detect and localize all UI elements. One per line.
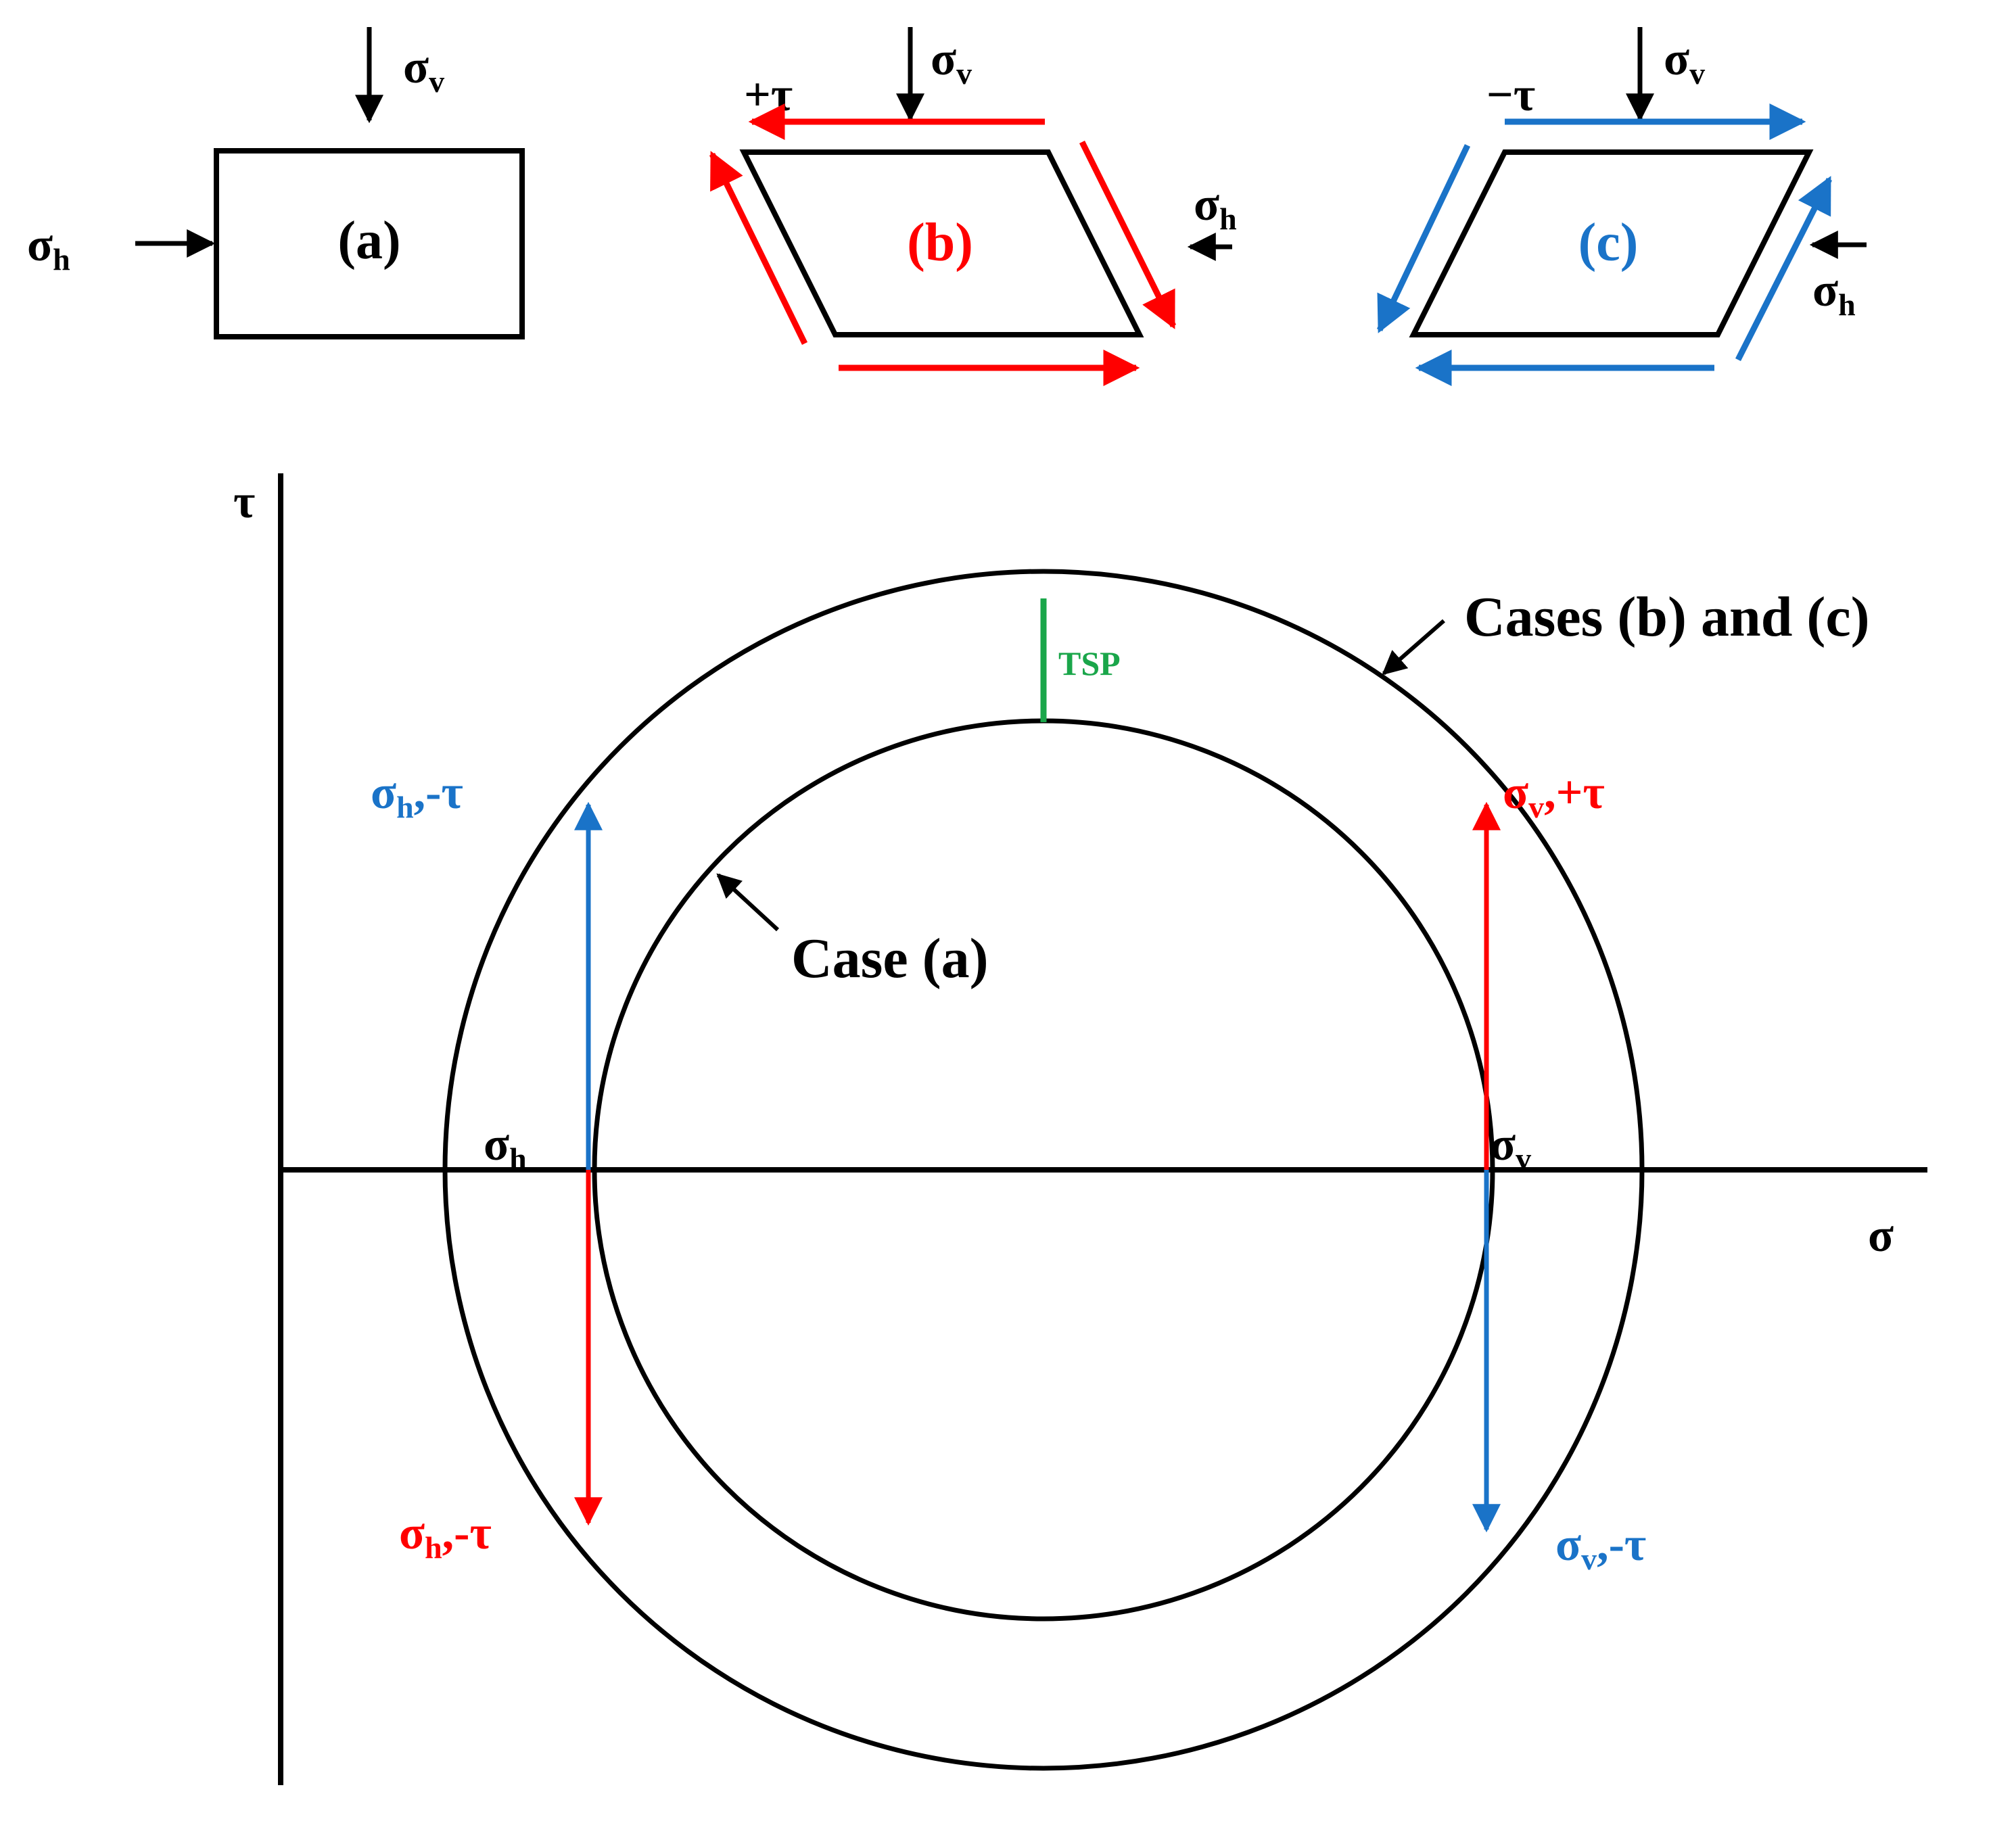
element-a-label: (a) bbox=[337, 211, 400, 270]
inner-circle-pointer bbox=[716, 873, 780, 932]
sigma-v-point-label: σv bbox=[1490, 1118, 1531, 1176]
element-b: (b) σv +τ σh bbox=[709, 27, 1237, 386]
element-c-right-shear-arrow bbox=[1735, 176, 1833, 362]
element-a-sv-label: σv bbox=[403, 41, 444, 99]
element-b-sh-label: σh bbox=[1194, 179, 1237, 236]
element-c-left-shear-arrow bbox=[1376, 144, 1471, 333]
sigma-axis-label: σ bbox=[1868, 1210, 1894, 1262]
outer-circle-pointer bbox=[1382, 619, 1445, 676]
element-a: (a) σv σh bbox=[27, 27, 525, 339]
outer-circle bbox=[442, 569, 1645, 1771]
sigma-h-point-label: σh bbox=[484, 1118, 527, 1176]
tsp-label: TSP bbox=[1058, 644, 1121, 682]
element-b-left-shear-arrow bbox=[709, 151, 808, 345]
element-b-label: (b) bbox=[907, 213, 973, 273]
element-c: (c) σv −τ σh bbox=[1376, 27, 1867, 386]
element-b-right-shear-arrow bbox=[1079, 140, 1177, 329]
tau-axis-label: τ bbox=[233, 476, 255, 528]
mohr-plot: τ σ TSP Cases (b) and (c) Case (a) σh σv… bbox=[233, 473, 1927, 1785]
element-b-box bbox=[739, 149, 1144, 337]
element-c-label: (c) bbox=[1578, 213, 1639, 273]
element-c-sv-label: σv bbox=[1664, 33, 1705, 91]
inner-circle-label: Case (a) bbox=[791, 927, 989, 990]
element-a-sh-label: σh bbox=[27, 219, 70, 277]
element-c-box bbox=[1409, 149, 1814, 337]
element-a-box bbox=[214, 148, 525, 339]
element-b-shear-label: +τ bbox=[744, 69, 793, 121]
sigma-v-blue-label: σv,-τ bbox=[1555, 1519, 1646, 1576]
sigma-h-blue-label: σh,-τ bbox=[371, 767, 463, 824]
sigma-h-red-label: σh,-τ bbox=[399, 1507, 492, 1565]
outer-circle-label: Cases (b) and (c) bbox=[1464, 586, 1870, 648]
sigma-v-red-label: σv,+τ bbox=[1503, 767, 1605, 824]
element-c-sh-label: σh bbox=[1812, 264, 1856, 322]
element-b-sv-label: σv bbox=[931, 33, 972, 91]
element-c-shear-label: −τ bbox=[1486, 69, 1535, 121]
